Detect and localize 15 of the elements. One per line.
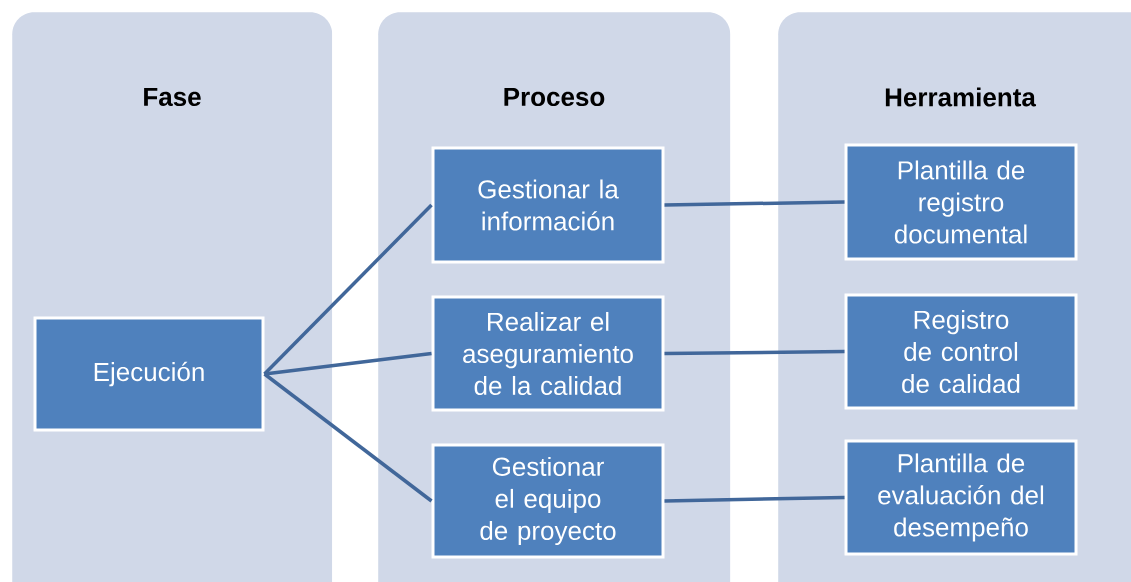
process-box: Registro de control de calidad	[844, 293, 1078, 410]
connector-line	[263, 372, 433, 503]
process-box: Plantilla de evaluación del desempeño	[844, 439, 1078, 556]
column-heading: Herramienta	[885, 87, 1037, 107]
column-heading: Fase	[144, 87, 201, 107]
connector-line	[664, 349, 845, 356]
process-box: Plantilla de registro documental	[844, 143, 1078, 261]
process-box: Realizar el aseguramiento de la calidad	[431, 295, 665, 412]
process-box: Gestionar la información	[431, 146, 665, 264]
column-heading: Proceso	[504, 87, 605, 107]
connector-line	[664, 200, 845, 207]
process-box: Gestionar el equipo de proyecto	[431, 443, 665, 559]
connector-line	[264, 351, 432, 376]
process-box: Ejecución	[33, 316, 265, 432]
connector-line	[664, 495, 845, 503]
